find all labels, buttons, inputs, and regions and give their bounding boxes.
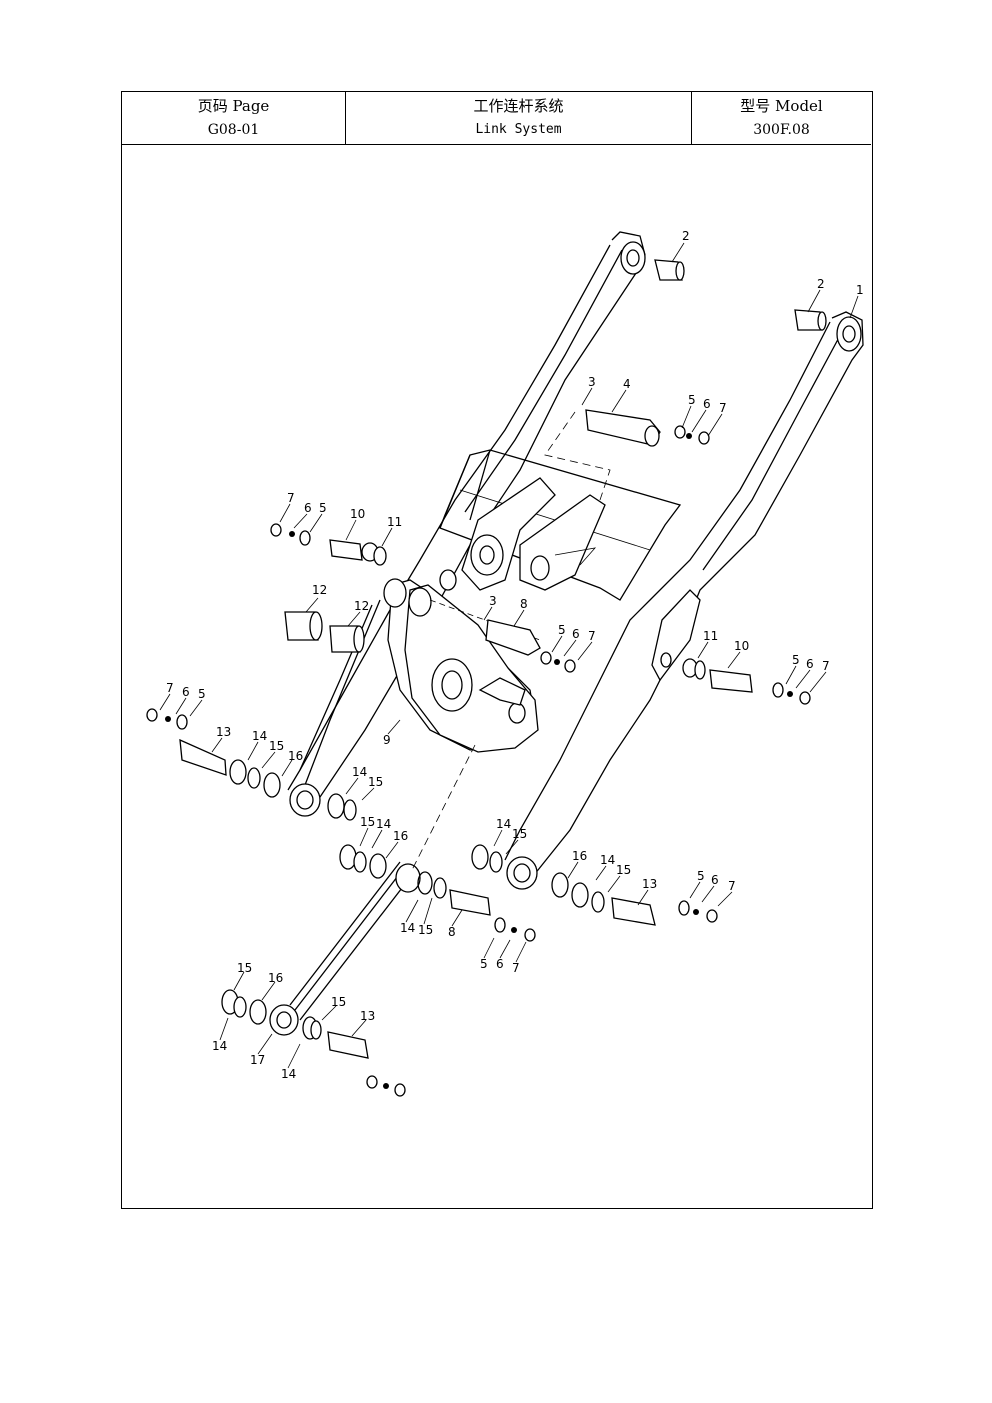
washers-bolts [146,425,811,1097]
callout-5: 5 [319,501,327,515]
callout-15: 15 [512,827,527,841]
model-value: 300F.08 [753,122,810,138]
model-label: 型号 Model [740,97,823,115]
right-boom-lower-eye [506,856,538,890]
callout-16: 16 [572,849,587,863]
callout-16: 16 [393,829,408,843]
callout-7: 7 [512,961,520,975]
callout-5: 5 [792,653,800,667]
callout-labels: 2 2 1 3 4 5 6 7 7 6 5 10 11 12 12 3 8 5 … [166,229,864,1081]
callout-6: 6 [304,501,312,515]
callout-13: 13 [360,1009,375,1023]
callout-5: 5 [198,687,206,701]
callout-1: 1 [856,283,864,297]
callout-7: 7 [822,659,830,673]
callout-10: 10 [734,639,749,653]
callout-14: 14 [252,729,267,743]
callout-6: 6 [182,685,190,699]
title-cn: 工作连杆系统 [473,97,564,115]
callout-2: 2 [817,277,825,291]
callout-15: 15 [418,923,433,937]
callout-15: 15 [269,739,284,753]
callout-8: 8 [520,597,528,611]
callout-14: 14 [376,817,391,831]
title-block: 页码 Page G08-01 工作连杆系统 Link System 型号 Mod… [122,92,871,145]
title-cell: 工作连杆系统 Link System [346,92,692,144]
callout-5: 5 [688,393,696,407]
callout-15: 15 [368,775,383,789]
callout-15: 15 [616,863,631,877]
callout-7: 7 [166,681,174,695]
callout-5: 5 [480,957,488,971]
pins [179,409,753,1059]
page-label: 页码 Page [197,97,270,115]
callout-leaders [159,242,859,1069]
callout-13: 13 [642,877,657,891]
callout-12: 12 [354,599,369,613]
tilt-link [269,861,421,1036]
bellcrank [383,578,539,753]
callout-17: 17 [250,1053,265,1067]
callout-7: 7 [287,491,295,505]
callout-11: 11 [703,629,718,643]
title-en: Link System [475,122,562,137]
callout-14: 14 [212,1039,227,1053]
callout-14: 14 [281,1067,296,1081]
callout-3: 3 [489,594,497,608]
right-boom-arm [504,311,864,881]
model-cell: 型号 Model 300F.08 [692,92,871,144]
callout-12: 12 [312,583,327,597]
callout-8: 8 [448,925,456,939]
callout-16: 16 [288,749,303,763]
drawing-sheet: 页码 Page G08-01 工作连杆系统 Link System 型号 Mod… [121,91,873,1209]
callout-14: 14 [400,921,415,935]
callout-6: 6 [572,627,580,641]
callout-4: 4 [623,377,631,391]
callout-14: 14 [600,853,615,867]
callout-6: 6 [496,957,504,971]
callout-5: 5 [697,869,705,883]
callout-15: 15 [331,995,346,1009]
callout-15: 15 [360,815,375,829]
callout-9: 9 [383,733,391,747]
callout-7: 7 [719,401,727,415]
callout-7: 7 [588,629,596,643]
callout-10: 10 [350,507,365,521]
callout-5: 5 [558,623,566,637]
callout-6: 6 [806,657,814,671]
callout-14: 14 [352,765,367,779]
callout-6: 6 [703,397,711,411]
callout-7: 7 [728,879,736,893]
callout-3: 3 [588,375,596,389]
callout-15: 15 [237,961,252,975]
callout-14: 14 [496,817,511,831]
callout-11: 11 [387,515,402,529]
bushings [284,259,827,653]
callout-13: 13 [216,725,231,739]
callout-16: 16 [268,971,283,985]
lever-bracket [439,477,606,591]
callout-6: 6 [711,873,719,887]
page-cell: 页码 Page G08-01 [122,92,346,144]
callout-2: 2 [682,229,690,243]
page-number: G08-01 [207,122,260,138]
